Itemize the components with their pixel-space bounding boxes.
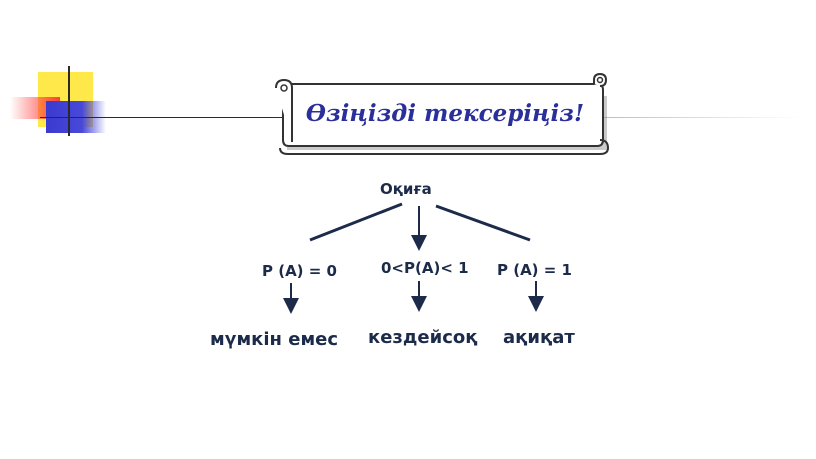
branch-lines	[309, 202, 531, 242]
arrows	[283, 206, 544, 314]
condition-label-middle: 0<P(A)< 1	[381, 259, 469, 277]
branch-line-left	[309, 202, 403, 242]
result-label-middle: кездейсоқ	[368, 327, 478, 348]
condition-label-right: P (A) = 1	[497, 261, 572, 279]
decor-vertical-line	[68, 66, 70, 136]
scroll-title: Өзіңізді тексеріңіз!	[305, 99, 585, 127]
result-label-right: ақиқат	[503, 327, 575, 348]
branch-line-right	[435, 204, 531, 242]
root-node-label: Оқиға	[380, 180, 432, 198]
scroll-banner	[275, 72, 610, 155]
condition-label-left: P (A) = 0	[262, 262, 337, 280]
result-label-left: мүмкін емес	[210, 329, 339, 350]
